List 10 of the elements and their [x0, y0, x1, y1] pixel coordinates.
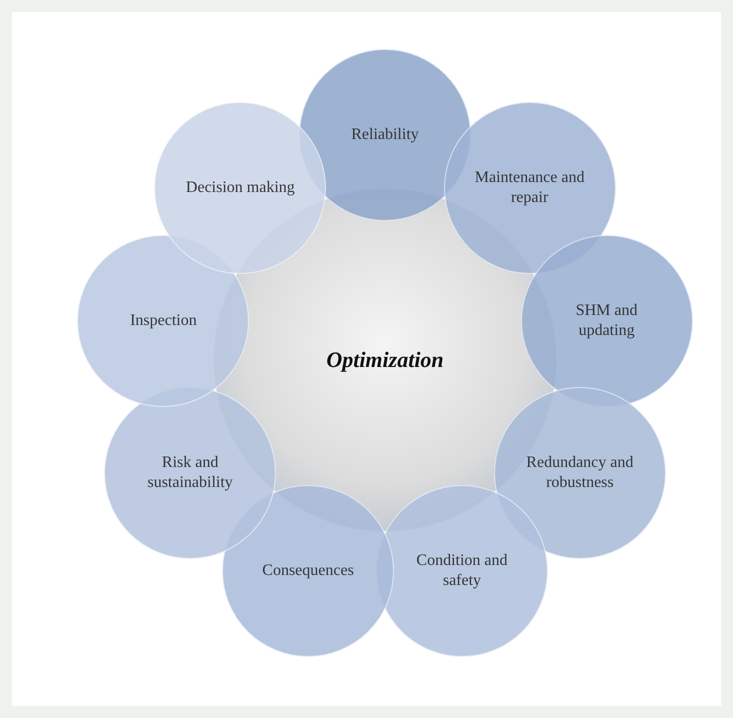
node-label: Consequences: [262, 561, 354, 582]
node-label: Risk and sustainability: [146, 452, 234, 492]
node-label: Decision making: [186, 178, 295, 198]
node-label: Maintenance and repair: [474, 168, 585, 208]
node-label: SHM and updating: [574, 300, 638, 341]
node-label: Reliability: [351, 125, 419, 145]
node-label: Optimization: [326, 346, 444, 374]
node-label: Redundancy and robustness: [525, 452, 634, 492]
node-label: Condition and safety: [415, 551, 508, 592]
node-label: Inspection: [130, 310, 197, 331]
